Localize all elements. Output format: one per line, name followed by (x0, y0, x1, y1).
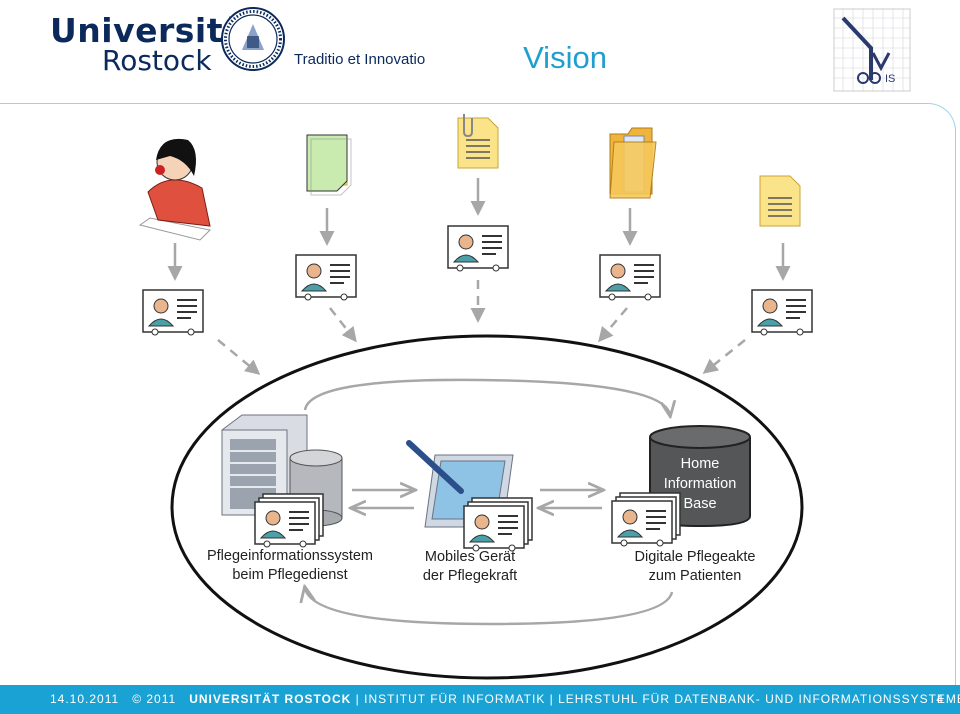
system-label: Pflegeinformationssystem beim Pflegedien… (190, 547, 390, 585)
mobile-label: Mobiles Gerät der Pflegekraft (400, 548, 540, 586)
footer-university: UNIVERSITÄT ROSTOCK (189, 692, 352, 706)
footer-date: 14.10.2011 (50, 692, 120, 706)
dashed-arrow-2 (329, 307, 357, 343)
svg-text:IS: IS (885, 73, 895, 85)
patient-card-4 (599, 254, 661, 301)
sync-arc-top (303, 378, 670, 415)
hib-line-1: Home (680, 456, 720, 472)
record-label: Digitale Pflegeakte zum Patienten (620, 548, 770, 586)
hib-line-3: Base (683, 496, 717, 512)
document-green-shape (306, 134, 352, 196)
patient-card-2 (295, 254, 357, 301)
document-yellow-icon (759, 175, 801, 227)
diagram-canvas (138, 114, 813, 680)
system-label-line-1: Pflegeinformationssystem (206, 548, 373, 564)
dashed-arrow-1 (217, 339, 261, 375)
record-label-line-2: zum Patienten (648, 568, 742, 584)
record-label-line-1: Digitale Pflegeakte (634, 549, 756, 565)
nurse-phone-icon (138, 138, 212, 241)
footer-bar: 14.10.2011 © 2011 UNIVERSITÄT ROSTOCK | … (0, 685, 960, 714)
logo-line-2: Rostock (102, 44, 212, 77)
system-cards-stack (254, 493, 324, 548)
document-clip-icon (457, 114, 499, 169)
patient-card-5 (751, 289, 813, 336)
mobile-cards-stack (463, 497, 533, 552)
dashed-arrow-5 (702, 339, 746, 374)
hib-label: Home Information Base (650, 454, 750, 514)
slide-title: Vision (523, 40, 607, 75)
system-label-line-2: beim Pflegedienst (232, 567, 348, 583)
mobile-label-line-1: Mobiles Gerät (424, 549, 516, 565)
sync-arc-bottom (305, 588, 674, 626)
hib-line-2: Information (663, 476, 737, 492)
patient-card-3 (447, 225, 509, 272)
server-icon (221, 414, 308, 516)
page-number: 4 (936, 692, 944, 706)
dashed-arrow-4 (598, 307, 628, 343)
footer-institute: | INSTITUT FÜR INFORMATIK | LEHRSTUHL FÜ… (355, 692, 960, 706)
folder-icon (609, 127, 657, 199)
system-boundary-ellipse (170, 334, 804, 680)
university-seal-icon (221, 7, 285, 71)
patient-card-1 (142, 289, 204, 336)
university-motto: Traditio et Innovatio (294, 51, 426, 68)
mobile-label-line-2: der Pflegekraft (422, 568, 518, 584)
dbis-logo-icon: IS (833, 8, 911, 92)
footer-text: 14.10.2011 © 2011 UNIVERSITÄT ROSTOCK | … (50, 692, 960, 706)
footer-copyright: © 2011 (132, 692, 177, 706)
